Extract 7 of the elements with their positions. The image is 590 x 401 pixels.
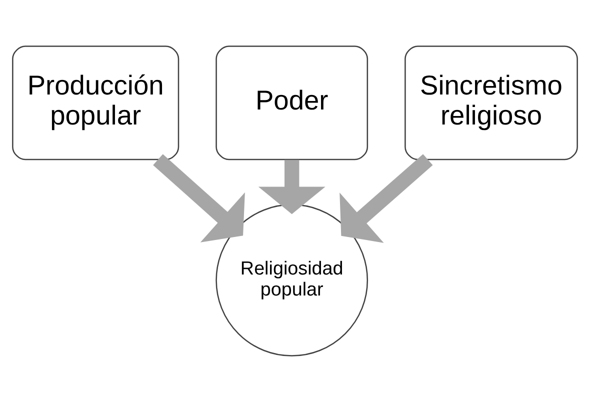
node-box: Poder [216, 45, 368, 160]
arrow [340, 154, 433, 242]
node-box: Producción popular [12, 45, 180, 160]
node-circle: Religiosidad popular [216, 204, 368, 356]
arrow [258, 159, 326, 214]
arrow [153, 154, 245, 242]
node-box: Sincretismo religioso [404, 45, 578, 160]
